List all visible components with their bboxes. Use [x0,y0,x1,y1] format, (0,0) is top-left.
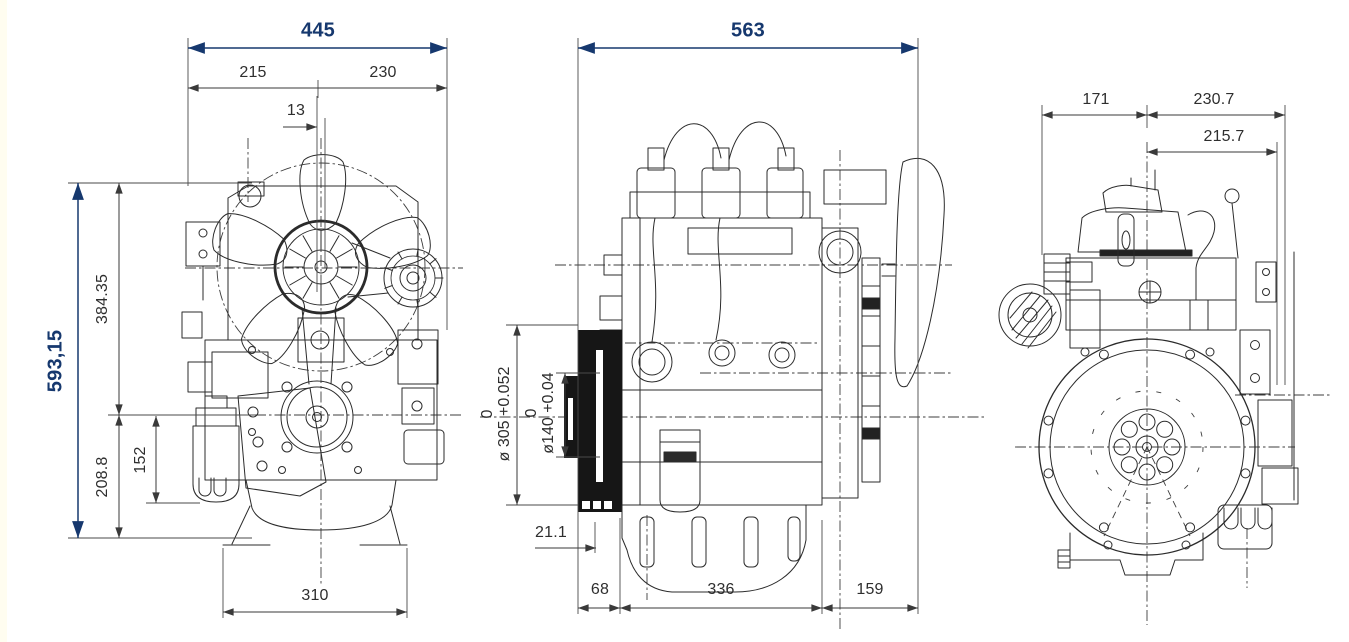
center-lines [185,138,1330,632]
flywheel-bore-value: ø 305 +0.052 [496,366,513,462]
dim-pilot-bore-label: 0 ø140 +0.04 [523,372,558,454]
side-view-linework [564,121,945,593]
dimension-lines-black [115,84,1285,616]
center-lines-radial [1090,390,1204,537]
dim-front-right-width-label: 230 [369,64,397,81]
dim-foot-span-label: 310 [301,587,329,604]
dim-front-left-width-label: 215 [239,64,267,81]
dimension-lines-blue [72,42,918,538]
dim-side-rear-section-label: 159 [856,581,884,598]
rear-view-linework [998,169,1299,576]
front-view-linework [181,154,445,546]
dim-side-mid-section-label: 336 [707,581,735,598]
page-edge-tint [0,0,7,642]
pilot-bore-upper-tol: 0 [523,408,541,418]
pilot-bore-value: ø140 +0.04 [540,372,557,454]
dim-fan-offset-label: 13 [286,102,306,119]
dim-mount-height-label: 152 [132,446,149,474]
dim-upper-height-label: 384.35 [94,273,111,325]
dim-rear-inner-width-label: 215.7 [1203,128,1245,145]
dim-rear-left-width-label: 171 [1082,91,1110,108]
dim-flywheel-bore-label: 0 ø 305 +0.052 [479,366,514,462]
dimension-extension-lines [68,38,1286,618]
dim-flywheel-face-offset-label: 21.1 [535,524,567,541]
dim-overall-height-label: 593,15 [44,329,67,393]
dim-side-front-section-label: 68 [590,581,610,598]
flywheel-bore-upper-tol: 0 [479,409,497,419]
dim-rear-right-width-label: 230.7 [1193,91,1235,108]
dim-front-overall-width-label: 445 [301,19,335,42]
dim-lower-height-label: 208.8 [94,456,111,498]
dim-side-overall-length-label: 563 [731,19,765,42]
